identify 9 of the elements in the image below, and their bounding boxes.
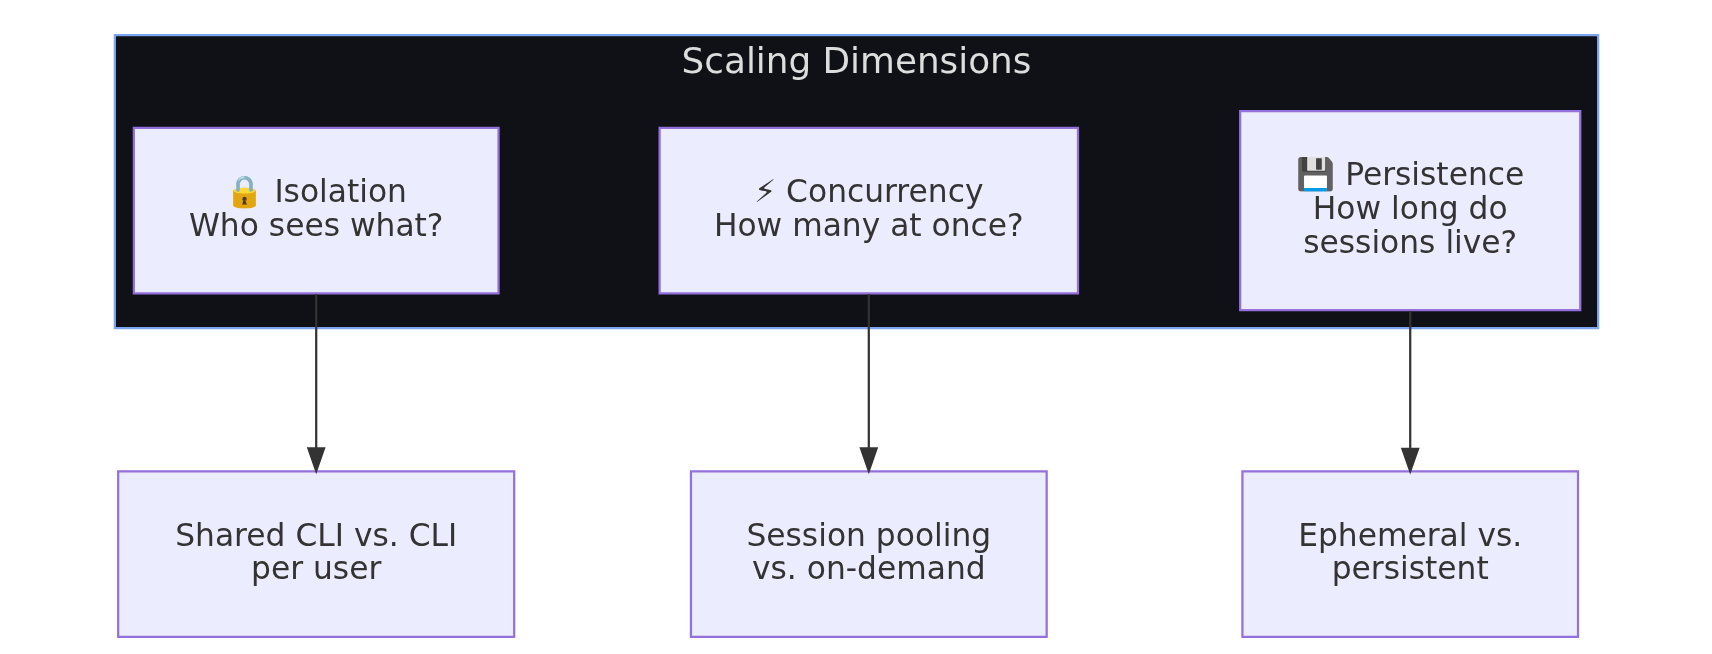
arrow: [858, 294, 878, 475]
node-box: ⚡ Concurrency How many at once?: [658, 126, 1079, 295]
node-box: Session pooling vs. on-demand: [689, 470, 1048, 638]
arrow: [306, 294, 326, 475]
node-box: Ephemeral vs. persistent: [1240, 470, 1579, 638]
node-box: 💾 Persistence How long do sessions live?: [1238, 109, 1581, 312]
node-box: 🔒 Isolation Who sees what?: [132, 126, 500, 295]
arrow: [1400, 310, 1420, 475]
node-box: Shared CLI vs. CLI per user: [116, 470, 515, 638]
